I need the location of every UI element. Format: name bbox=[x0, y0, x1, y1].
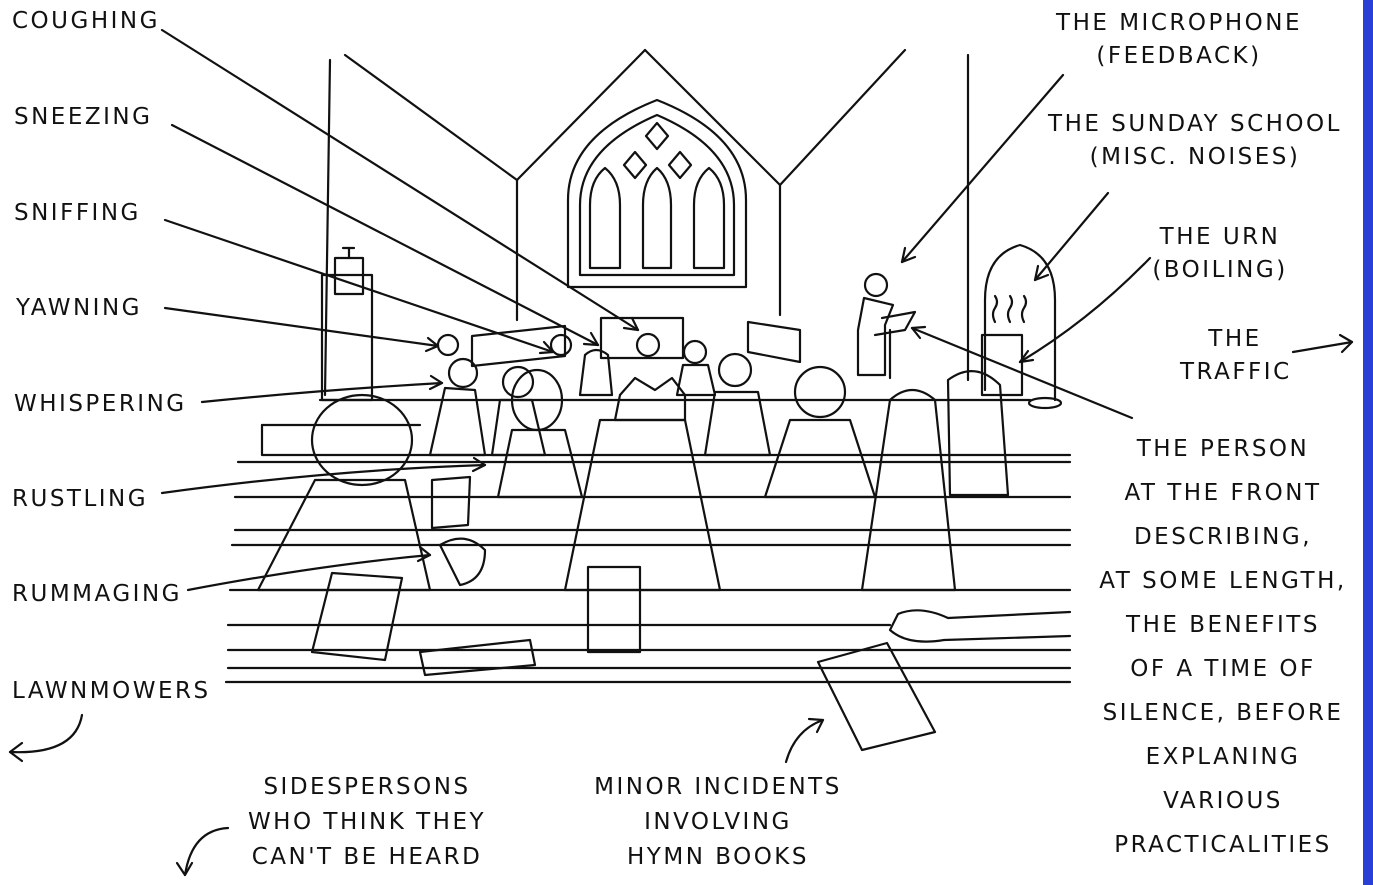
organ-pulpit bbox=[322, 248, 372, 400]
label-urn: THE URN (BOILING) bbox=[1150, 226, 1290, 282]
label-person-front-line-7: SILENCE, BEFORE bbox=[1078, 702, 1368, 746]
label-person-front-line-2: AT THE FRONT bbox=[1078, 482, 1368, 526]
label-person-front-line-1: THE PERSON bbox=[1078, 438, 1368, 482]
label-person-front-line-8: EXPLANING bbox=[1078, 746, 1368, 790]
label-sunday-school: THE SUNDAY SCHOOL (MISC. NOISES) bbox=[1040, 113, 1350, 169]
label-sidespersons-line-1: SIDESPERSONS bbox=[232, 776, 502, 799]
label-sidespersons-line-3: CAN'T BE HEARD bbox=[232, 846, 502, 869]
label-sunday-school-line-2: (MISC. NOISES) bbox=[1040, 146, 1350, 169]
label-sniffing: SNIFFING bbox=[14, 202, 141, 225]
label-person-front-line-5: THE BENEFITS bbox=[1078, 614, 1368, 658]
gothic-window bbox=[568, 100, 746, 287]
label-sneezing: SNEEZING bbox=[14, 106, 152, 129]
label-traffic: THE TRAFFIC bbox=[1180, 328, 1290, 384]
hand-on-pew bbox=[890, 610, 1070, 641]
label-person-front-line-6: OF A TIME OF bbox=[1078, 658, 1368, 702]
label-sidespersons: SIDESPERSONS WHO THINK THEY CAN'T BE HEA… bbox=[232, 776, 502, 869]
label-microphone-line-2: (FEEDBACK) bbox=[1048, 45, 1310, 68]
label-sidespersons-line-2: WHO THINK THEY bbox=[232, 811, 502, 834]
label-coughing: COUGHING bbox=[12, 10, 160, 33]
label-rummaging: RUMMAGING bbox=[12, 583, 182, 606]
speaker-at-lectern bbox=[858, 274, 915, 378]
arrow-yawning bbox=[165, 308, 438, 346]
arrow-sidespersons bbox=[185, 828, 228, 875]
label-microphone: THE MICROPHONE (FEEDBACK) bbox=[1048, 12, 1310, 68]
arrow-coughing bbox=[162, 30, 638, 330]
arrow-sneezing bbox=[172, 125, 598, 345]
label-lawnmowers: LAWNMOWERS bbox=[12, 680, 211, 703]
label-whispering: WHISPERING bbox=[14, 393, 187, 416]
label-urn-line-2: (BOILING) bbox=[1150, 259, 1290, 282]
label-person-front-line-9: VARIOUS bbox=[1078, 790, 1368, 834]
label-urn-line-1: THE URN bbox=[1150, 226, 1290, 249]
label-sunday-school-line-1: THE SUNDAY SCHOOL bbox=[1040, 113, 1350, 136]
label-yawning: YAWNING bbox=[16, 297, 142, 320]
label-hymn-books-line-3: HYMN BOOKS bbox=[578, 846, 858, 869]
label-traffic-line-1: THE bbox=[1180, 328, 1290, 351]
label-person-front: THE PERSON AT THE FRONT DESCRIBING, AT S… bbox=[1078, 438, 1368, 864]
arrow-rummaging bbox=[188, 555, 430, 590]
label-hymn-books: MINOR INCIDENTS INVOLVING HYMN BOOKS bbox=[578, 776, 858, 869]
label-person-front-line-3: DESCRIBING, bbox=[1078, 526, 1368, 570]
label-person-front-line-10: PRACTICALITIES bbox=[1078, 834, 1368, 864]
arrow-sunday-school bbox=[1035, 193, 1108, 280]
label-traffic-line-2: TRAFFIC bbox=[1180, 361, 1290, 384]
hymn-books bbox=[312, 477, 935, 750]
arrow-microphone bbox=[902, 75, 1063, 262]
label-person-front-line-4: AT SOME LENGTH, bbox=[1078, 570, 1368, 614]
label-rustling: RUSTLING bbox=[12, 488, 148, 511]
arrow-lawnmowers bbox=[10, 715, 82, 752]
label-hymn-books-line-1: MINOR INCIDENTS bbox=[578, 776, 858, 799]
label-microphone-line-1: THE MICROPHONE bbox=[1048, 12, 1310, 35]
label-hymn-books-line-2: INVOLVING bbox=[578, 811, 858, 834]
arrow-hymn-books bbox=[786, 720, 823, 762]
